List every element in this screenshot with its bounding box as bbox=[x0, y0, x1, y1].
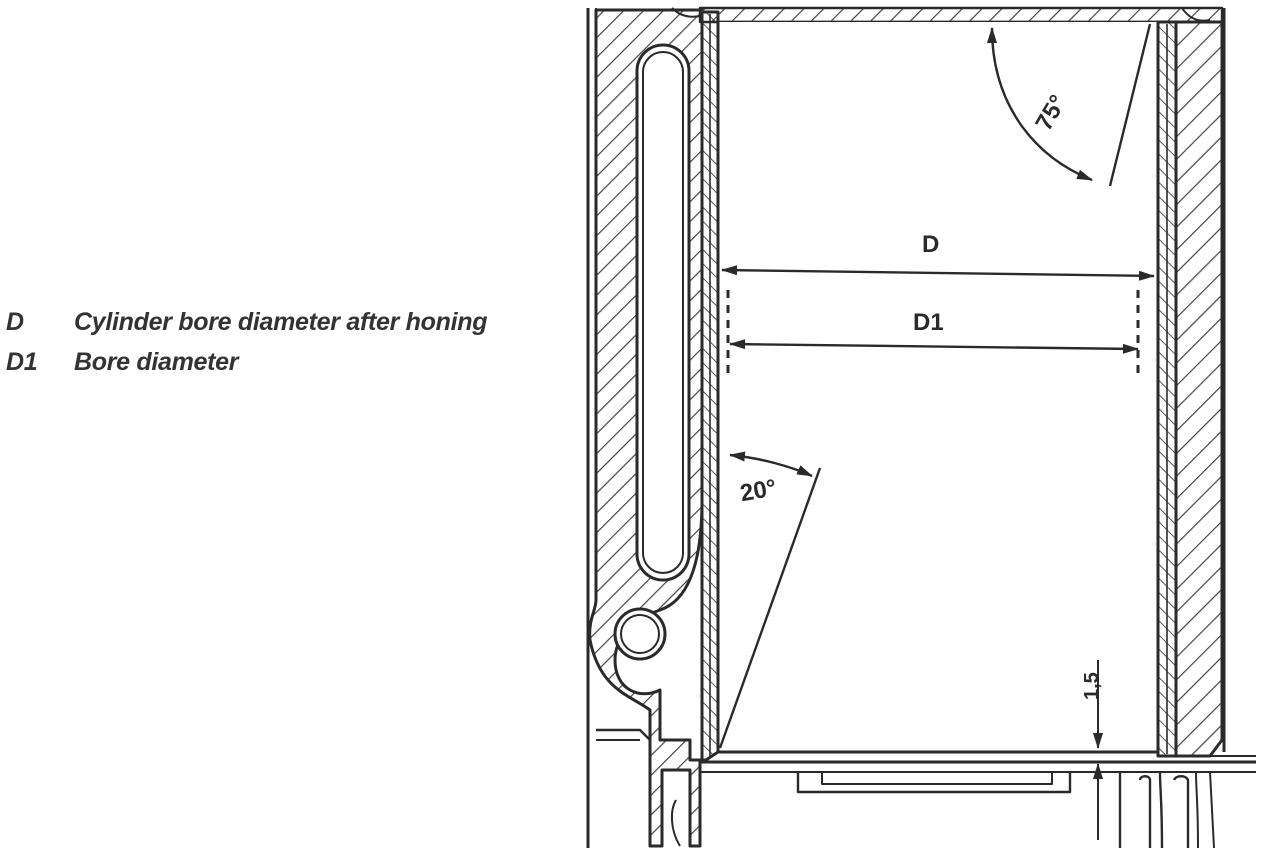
coolant-channel bbox=[635, 43, 691, 582]
dimension-d1: D1 bbox=[726, 290, 1140, 380]
legend-symbol: D1 bbox=[6, 348, 38, 376]
pipe-2 bbox=[1138, 775, 1152, 848]
label-1-5: 1,5 bbox=[1081, 672, 1103, 700]
dimension-1-5: 1,5 bbox=[1081, 660, 1103, 840]
top-flange bbox=[698, 6, 1224, 24]
bore-interior bbox=[718, 22, 1158, 752]
pipe-4 bbox=[1172, 775, 1190, 848]
drawing-geometry bbox=[586, 6, 1256, 849]
label-d: D bbox=[922, 231, 939, 258]
angle-20-arc bbox=[729, 451, 813, 478]
bottom-recess-inner bbox=[821, 772, 1053, 785]
coolant-channel-inner bbox=[642, 51, 684, 574]
angle-20-ref-line bbox=[718, 467, 822, 749]
dimension-line-d1 bbox=[729, 339, 1139, 354]
dimension-d: D bbox=[721, 231, 1155, 281]
label-20-degrees: 20° bbox=[738, 474, 778, 507]
oil-gallery-inner bbox=[620, 614, 660, 654]
right-casting bbox=[1174, 20, 1224, 758]
top-left-corner-notch bbox=[671, 7, 701, 18]
pipe-3 bbox=[1158, 771, 1164, 849]
legend-description: Bore diameter bbox=[74, 348, 239, 376]
lower-left-frame bbox=[596, 728, 652, 846]
label-d1: D1 bbox=[913, 309, 944, 336]
angle-75-ref-line bbox=[1108, 23, 1152, 187]
bottom-recess bbox=[796, 772, 1072, 794]
legend-row-d: D Cylinder bore diameter after honing bbox=[6, 302, 566, 342]
pipe-5 bbox=[1195, 771, 1199, 849]
legend: D Cylinder bore diameter after honing D1… bbox=[6, 302, 566, 382]
lower-left-pipe bbox=[670, 799, 681, 847]
legend-description: Cylinder bore diameter after honing bbox=[74, 308, 488, 336]
legend-symbol: D bbox=[6, 308, 24, 336]
top-right-corner-notch bbox=[1181, 7, 1211, 22]
angle-20: 20° bbox=[718, 451, 822, 749]
angle-75-arc bbox=[987, 27, 1093, 182]
legend-row-d1: D1 Bore diameter bbox=[6, 342, 566, 382]
dimension-line-d bbox=[721, 265, 1155, 281]
pipe-6 bbox=[1209, 771, 1215, 849]
